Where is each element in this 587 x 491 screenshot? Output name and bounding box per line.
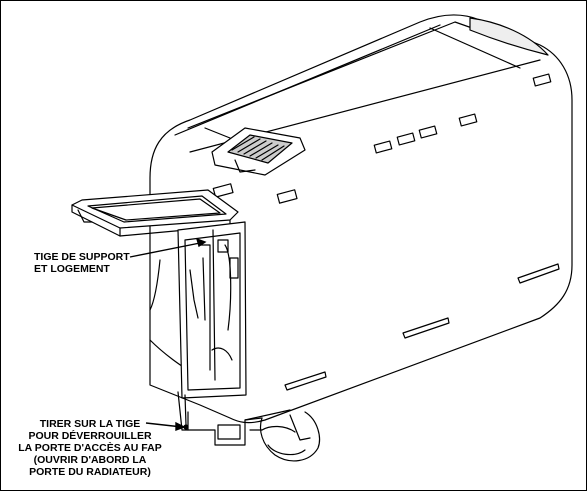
callout-pull-rod-line-2: POUR DÉVERROUILLER [28, 430, 152, 442]
callout-pull-rod-line-5: PORTE DU RADIATEUR) [29, 466, 151, 478]
callout-pull-rod-line-3: LA PORTE D'ACCÈS AU FAP [18, 442, 162, 454]
pull-rod [184, 394, 187, 426]
latches [212, 73, 552, 204]
side-slots [284, 263, 560, 391]
top-panel [469, 17, 549, 56]
door-opening [177, 221, 247, 399]
callout-pull-rod-line-1: TIRER SUR LA TIGE [39, 418, 141, 430]
access-door-open [71, 189, 239, 237]
base-bracket [217, 424, 241, 440]
callout-pull-rod: TIRER SUR LA TIGE POUR DÉVERROUILLER LA … [4, 418, 176, 478]
top-vent [211, 127, 306, 176]
callout-support-rod: TIGE DE SUPPORT ET LOGEMENT [34, 251, 130, 275]
callout-pull-rod-line-4: (OUVRIR D'ABORD LA [33, 454, 147, 466]
callout-support-rod-line-1: TIGE DE SUPPORT [34, 251, 130, 263]
leader-support-rod [129, 241, 206, 258]
callout-support-rod-line-2: ET LOGEMENT [34, 263, 110, 275]
lower-pipe [244, 411, 321, 462]
